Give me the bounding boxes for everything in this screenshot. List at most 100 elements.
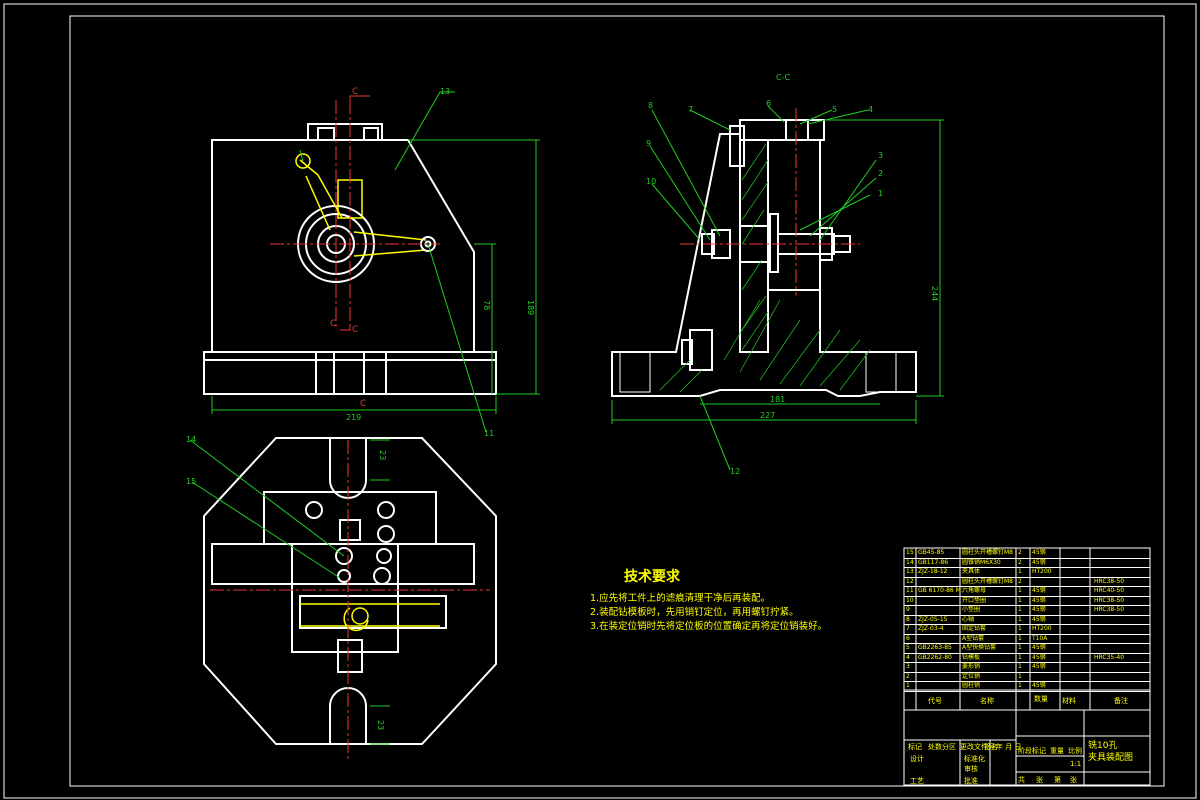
bom-cell-mat: 45钢 (1032, 682, 1046, 689)
bom-cell-mat: 45钢 (1032, 615, 1046, 623)
role-review: 审核 (964, 765, 978, 773)
section-hatch (659, 143, 871, 393)
role-process: 工艺 (910, 777, 924, 785)
bom-cell-name: A型钻套 (962, 634, 985, 642)
balloon-4: 4 (868, 105, 873, 114)
bom-cell-qty: 1 (1018, 615, 1022, 623)
bom-header-qty: 数量 (1034, 695, 1048, 703)
bom-cell-no: 14 (906, 558, 914, 566)
balloon-labels: 1 2 3 4 5 6 7 8 9 10 11 12 13 14 15 (186, 87, 883, 486)
bom-cell-no: 9 (906, 606, 910, 613)
tech-req-item-3: 3.在装定位销时先将定位板的位置确定再将定位销装好。 (590, 621, 828, 632)
dim-side-height: 244 (930, 286, 939, 301)
sign-cell-date: 年 月 日 (996, 743, 1022, 751)
bom-cell-no: 11 (906, 587, 914, 594)
balloon-11: 11 (484, 429, 494, 438)
bom-cell-name: 心轴 (962, 615, 975, 623)
bom-cell-note: HRC38-50 (1094, 606, 1125, 613)
dim-side-width-inner: 181 (770, 395, 785, 404)
bom-cell-no: 10 (906, 596, 914, 604)
balloon-2: 2 (878, 169, 883, 178)
drawing-title: 夹具装配图 (1088, 753, 1134, 763)
cut-marker-c-top: C (352, 87, 358, 97)
bom-cell-no: 7 (906, 625, 910, 632)
section-view: C-C 227 181 (611, 73, 944, 471)
bom-cell-mat: 45钢 (1032, 606, 1046, 613)
bom-cell-qty: 1 (1018, 625, 1022, 632)
dim-slot-top: 23 (378, 450, 387, 460)
bom-cell-no: 13 (906, 568, 914, 575)
bom-cell-qty: 1 (1018, 568, 1022, 575)
cut-marker-c-mid: C (330, 319, 336, 329)
bom-cell-mat: 45钢 (1032, 558, 1046, 566)
bom-row: 13 ZJZ-18-12 夹具体 1 HT200 (904, 567, 1150, 578)
balloon-14: 14 (186, 435, 196, 444)
bom-cell-name: 夹具体 (962, 568, 981, 575)
sign-cell-zone: 分区 (942, 743, 956, 751)
bom-cell-no: 8 (906, 615, 910, 623)
balloon-8: 8 (648, 101, 653, 110)
tech-req-title: 技术要求 (624, 569, 680, 585)
bom-header-material: 材料 (1062, 697, 1076, 705)
bom-cell-note: HRC38-50 (1094, 577, 1125, 585)
bom-cell-name: 菱形销 (962, 663, 981, 670)
bom-cell-name: 圆锥销M6X30 (962, 558, 1001, 566)
bom-cell-name: 开口垫圈 (962, 596, 987, 604)
bom-cell-no: 1 (906, 682, 910, 689)
bom-header-note: 备注 (1114, 697, 1128, 705)
bom-cell-mat: 45钢 (1032, 663, 1046, 670)
bom-cell-qty: 2 (1018, 558, 1022, 566)
bom-cell-no: 15 (906, 549, 914, 556)
cut-marker-c-bottom: C (360, 399, 366, 409)
bom-cell-no: 12 (906, 577, 914, 585)
stage-scale: 比例 (1068, 747, 1082, 755)
bom-cell-no: 2 (906, 672, 910, 680)
bom-cell-no: 4 (906, 653, 910, 661)
bom-row: 8 ZJZ-05-15 心轴 1 45钢 (904, 615, 1150, 625)
stage-weight: 重量 (1050, 747, 1064, 755)
inner-frame (69, 15, 1165, 787)
balloon-9: 9 (646, 139, 651, 148)
bom-cell-name: 小垫圈 (962, 606, 981, 613)
cut-marker-c-mid2: C (352, 325, 358, 335)
bom-cell-qty: 1 (1018, 663, 1022, 670)
role-standardize: 标准化 (964, 755, 985, 763)
bom-cell-qty: 2 (1018, 549, 1022, 556)
bom-cell-name: A型快换钻套 (962, 644, 997, 651)
bom-cell-code: ZJZ-18-12 (918, 568, 948, 575)
plan-view: 23 23 (189, 437, 497, 760)
dim-side-width-total: 227 (760, 411, 775, 420)
stage-mark: 阶段标记 (1018, 747, 1046, 755)
tech-req-item-2: 2.装配钻模板时，先用销钉定位，再用螺钉拧紧。 (590, 607, 799, 618)
bom-cell-qty: 1 (1018, 653, 1022, 661)
bom-cell-mat: 45钢 (1032, 587, 1046, 594)
outer-frame (3, 3, 1197, 799)
bom-cell-qty: 1 (1018, 587, 1022, 594)
bom-cell-code: GB2262-80 (918, 653, 952, 661)
balloon-10: 10 (646, 177, 656, 186)
front-view: C C C C 219 78 189 (203, 87, 540, 433)
balloon-12: 12 (730, 467, 740, 476)
technical-requirements: 技术要求 1.应先将工件上的滤痕清理干净后再装配。 2.装配钻模板时，先用销钉定… (590, 566, 827, 634)
bom-grid (903, 547, 1151, 786)
bom-cell-mat: HT200 (1032, 568, 1052, 575)
sign-cell-count: 处数 (928, 743, 942, 751)
balloon-1: 1 (878, 189, 883, 198)
bom-cell-code: GB45-85 (918, 549, 945, 556)
dim-slot-bottom: 23 (376, 720, 385, 730)
bom-cell-no: 6 (906, 634, 910, 642)
bom-cell-no: 5 (906, 644, 910, 651)
bom-cell-mat: 45钢 (1032, 596, 1046, 604)
bom-cell-note: HRC38-50 (1094, 596, 1125, 604)
bom-cell-code: ZJZ-05-15 (918, 615, 948, 623)
bom-cell-mat: 45钢 (1032, 549, 1046, 556)
bom-cell-mat: 45钢 (1032, 653, 1046, 661)
